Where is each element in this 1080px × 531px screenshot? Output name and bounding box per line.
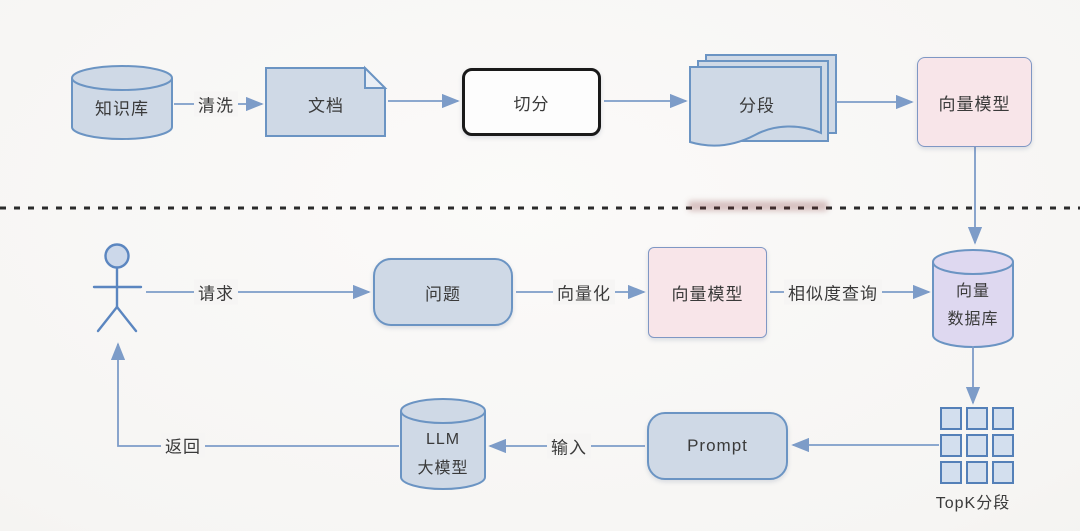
split-node-label: 切分 xyxy=(513,94,550,114)
question-node: 问题 xyxy=(373,258,513,326)
split-node: 切分 xyxy=(462,68,601,136)
vector-db-label-line2: 数据库 xyxy=(947,311,999,328)
user-stick-figure-icon xyxy=(92,243,143,333)
vector-database-cylinder-icon xyxy=(932,249,1014,348)
knowledge-base-cylinder-icon xyxy=(71,65,173,140)
segments-pages-icon xyxy=(689,54,837,147)
input-arrow-label: 输入 xyxy=(547,433,591,459)
topk-segments-grid-icon xyxy=(940,407,1014,484)
clean-arrow-label: 清洗 xyxy=(194,91,238,117)
vector-db-label-line1: 向量 xyxy=(955,283,991,300)
prompt-node-label: Prompt xyxy=(687,436,748,455)
topk-segments-label: TopK分段 xyxy=(935,495,1011,512)
document-label: 文档 xyxy=(308,96,344,116)
vectorize-arrow-label: 向量化 xyxy=(553,279,615,305)
knowledge-base-label: 知识库 xyxy=(95,99,149,119)
llm-label-line1: LLM xyxy=(425,431,461,448)
llm-cylinder-icon xyxy=(400,398,486,490)
vector-model-indexing-label: 向量模型 xyxy=(938,94,1011,114)
arrow-llm-return-to-user xyxy=(110,342,399,447)
watermark-smudge xyxy=(688,201,828,211)
vector-model-node-query: 向量模型 xyxy=(648,247,767,338)
segments-label: 分段 xyxy=(739,96,775,116)
prompt-node: Prompt xyxy=(647,412,788,480)
document-shape-icon xyxy=(265,65,388,137)
vector-model-query-label: 向量模型 xyxy=(671,285,744,304)
similarity-arrow-label: 相似度查询 xyxy=(784,279,882,305)
return-arrow-label: 返回 xyxy=(161,432,205,458)
request-arrow-label: 请求 xyxy=(194,279,238,305)
question-node-label: 问题 xyxy=(425,284,461,304)
llm-label-line2: 大模型 xyxy=(417,460,469,477)
vector-model-node-indexing: 向量模型 xyxy=(917,57,1032,147)
flow-arrows xyxy=(110,93,983,454)
